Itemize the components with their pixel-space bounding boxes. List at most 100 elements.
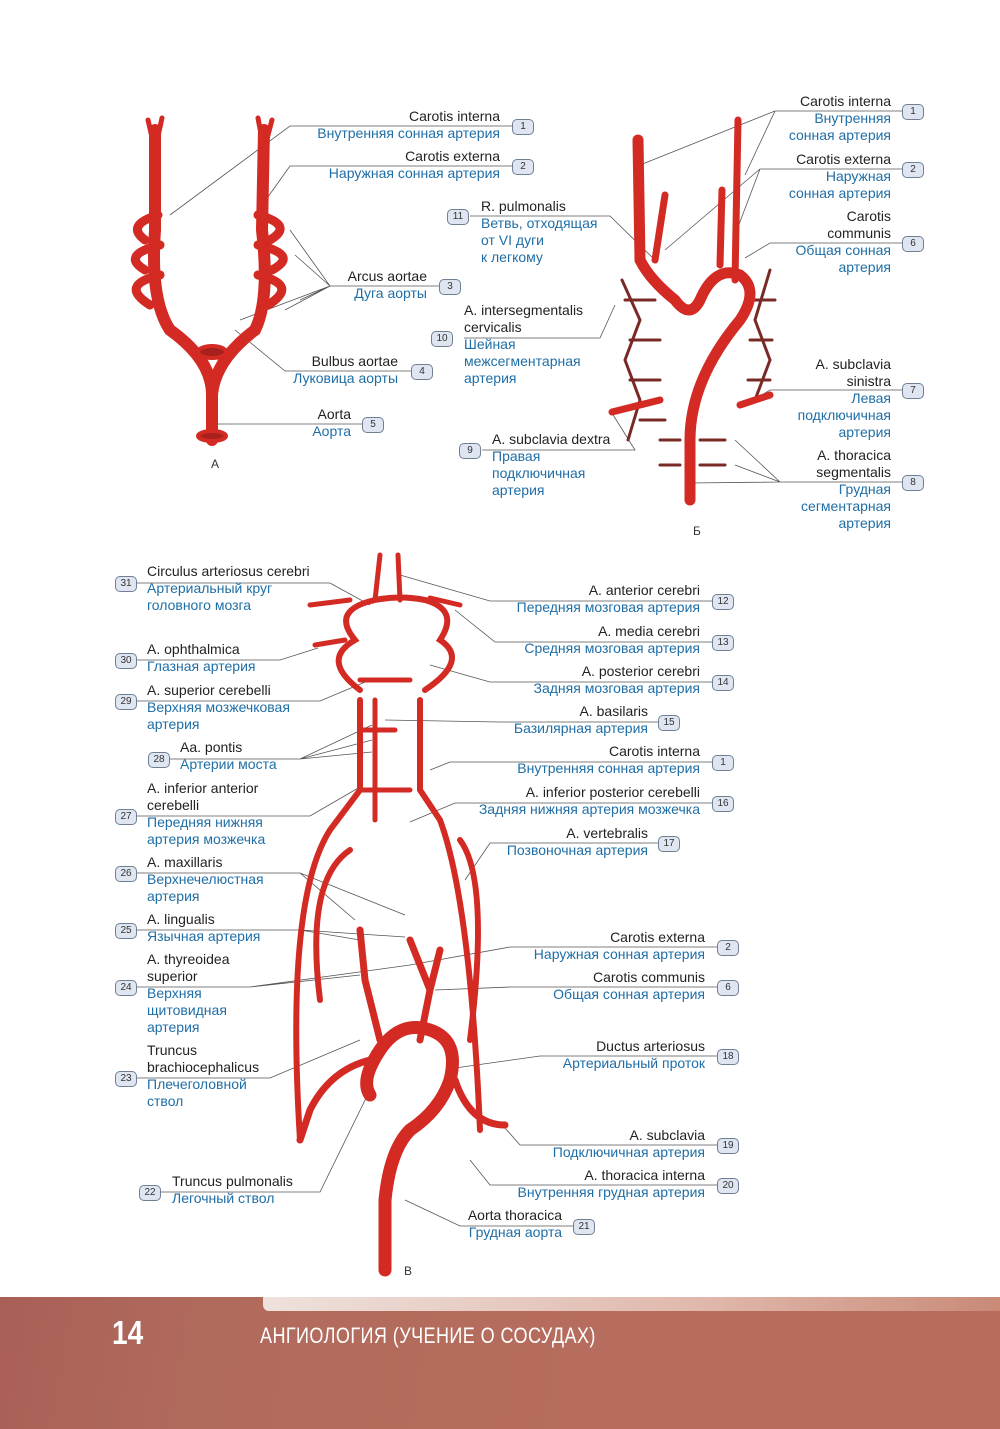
number-badge: 26 <box>115 866 137 882</box>
russian-name: Наружная сонная артерия <box>788 168 891 201</box>
number-badge: 9 <box>459 443 481 459</box>
number-badge: 2 <box>512 159 534 175</box>
latin-name: A. inferior posterior cerebelli <box>525 784 700 800</box>
latin-name: Arcus aortae <box>347 268 427 284</box>
latin-name: A. vertebralis <box>566 825 648 841</box>
number-badge: 6 <box>717 980 739 996</box>
latin-name: Truncus pulmonalis <box>172 1173 293 1189</box>
latin-name: A. posterior cerebri <box>581 663 700 679</box>
number-badge: 14 <box>712 675 734 691</box>
latin-name: Aorta thoracica <box>467 1207 562 1223</box>
latin-name: Ductus arteriosus <box>596 1038 705 1054</box>
latin-name: A. superior cerebelli <box>147 682 271 698</box>
russian-name: Артериальный проток <box>562 1055 705 1071</box>
number-badge: 4 <box>411 364 433 380</box>
russian-name: Внутренняя сонная артерия <box>317 125 500 141</box>
russian-name: Аорта <box>312 423 351 439</box>
russian-name: Передняя мозговая артерия <box>516 599 700 615</box>
latin-name: A. thoracica interna <box>584 1167 705 1183</box>
latin-name: Carotis communis <box>827 208 891 241</box>
latin-name: Aorta <box>317 406 351 422</box>
russian-name: Верхняя щитовидная артерия <box>147 985 227 1035</box>
russian-name: Общая сонная артерия <box>795 242 891 275</box>
number-badge: 1 <box>512 119 534 135</box>
number-badge: 2 <box>902 162 924 178</box>
russian-name: Задняя мозговая артерия <box>533 680 700 696</box>
russian-name: Передняя нижняя артерия мозжечка <box>147 814 266 847</box>
russian-name: Внутренняя грудная артерия <box>517 1184 706 1200</box>
russian-name: Правая подключичная артерия <box>492 448 586 498</box>
latin-name: A. subclavia dextra <box>492 431 611 447</box>
number-badge: 27 <box>115 809 137 825</box>
number-badge: 1 <box>902 104 924 120</box>
number-badge: 7 <box>902 383 924 399</box>
russian-name: Верхняя мозжечковая артерия <box>147 699 290 732</box>
number-badge: 24 <box>115 980 137 996</box>
number-badge: 16 <box>712 796 734 812</box>
latin-name: A. thyreoidea superior <box>147 951 230 984</box>
number-badge: 10 <box>431 331 453 347</box>
latin-name: Truncus brachiocephalicus <box>147 1042 260 1075</box>
russian-name: Плечеголовной ствол <box>147 1076 247 1109</box>
russian-name: Позвоночная артерия <box>506 842 648 858</box>
latin-name: Carotis communis <box>592 969 705 985</box>
russian-name: Внутренняя сонная артерия <box>517 760 700 776</box>
latin-name: A. maxillaris <box>147 854 223 870</box>
page-number: 14 <box>112 1314 144 1351</box>
latin-name: A. inferior anterior cerebelli <box>147 780 259 813</box>
russian-name: Наружная сонная артерия <box>533 946 705 962</box>
number-badge: 30 <box>115 653 137 669</box>
russian-name: Общая сонная артерия <box>553 986 705 1002</box>
number-badge: 17 <box>658 836 680 852</box>
russian-name: Грудная сегментарная артерия <box>801 481 891 531</box>
latin-name: A. intersegmentalis cervicalis <box>464 302 584 335</box>
russian-name: Внутренняя сонная артерия <box>788 110 891 143</box>
latin-name: Carotis externa <box>405 148 500 164</box>
latin-name: Circulus arteriosus cerebri <box>147 563 310 579</box>
latin-name: Carotis externa <box>610 929 705 945</box>
latin-name: A. thoracica segmentalis <box>816 447 891 480</box>
number-badge: 18 <box>717 1049 739 1065</box>
latin-name: Carotis externa <box>796 151 891 167</box>
figure-a-caption: А <box>211 457 220 471</box>
latin-name: A. media cerebri <box>598 623 700 639</box>
number-badge: 25 <box>115 923 137 939</box>
russian-name: Луковица аорты <box>293 370 398 386</box>
russian-name: Артериальный круг головного мозга <box>147 580 273 613</box>
number-badge: 29 <box>115 694 137 710</box>
number-badge: 5 <box>362 417 384 433</box>
number-badge: 19 <box>717 1138 739 1154</box>
figure-c-arteries <box>293 552 509 1277</box>
russian-name: Верхнечелюстная артерия <box>147 871 264 904</box>
latin-name: A. ophthalmica <box>147 641 240 657</box>
latin-name: R. pulmonalis <box>481 198 566 214</box>
russian-name: Шейная межсегментарная артерия <box>464 336 581 386</box>
russian-name: Подключичная артерия <box>552 1144 705 1160</box>
number-badge: 20 <box>717 1178 739 1194</box>
